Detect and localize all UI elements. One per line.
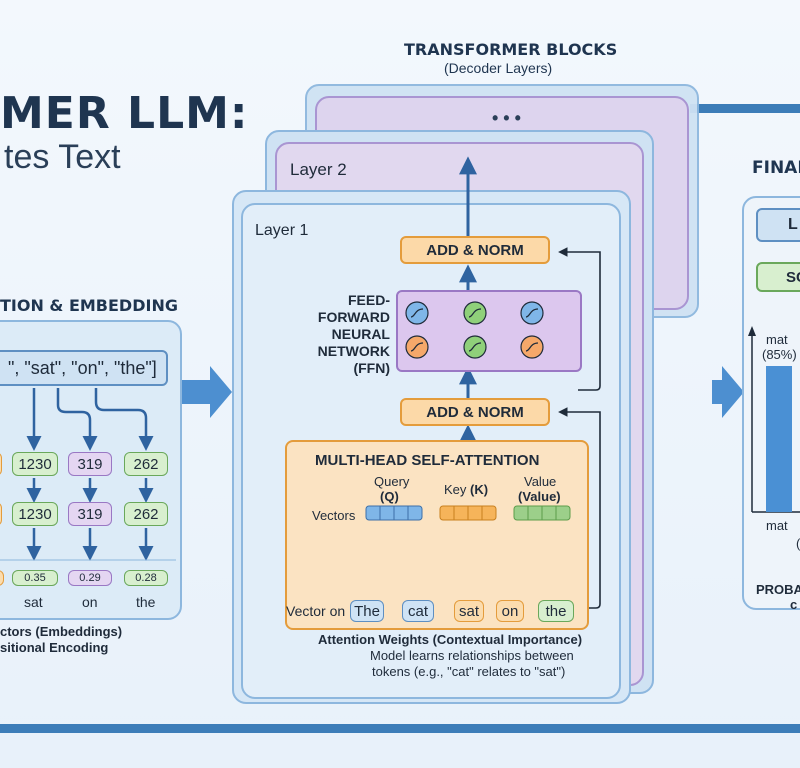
bar-label: mat [766, 332, 788, 347]
attention-weights-title: Attention Weights (Contextual Importance… [318, 632, 583, 647]
attn-token: on [496, 600, 524, 622]
prob-label: PROBA [756, 582, 800, 597]
embedding-word: sat [24, 594, 43, 610]
token-embedding: 1230 [12, 502, 58, 526]
embedding-caption1: ctors (Embeddings) [0, 624, 123, 639]
vector-on-label: Vector on [286, 603, 346, 619]
ffn-label-line: NEURAL [331, 326, 390, 342]
ffn-box [396, 290, 582, 372]
embedding-word: the [136, 594, 156, 610]
bar-percent: (85%) [762, 347, 797, 362]
attn-token: The [350, 600, 384, 622]
token-list: ", "sat", "on", "the"] [0, 350, 168, 386]
key-label: Key [444, 482, 467, 497]
blocks-title: TRANSFORMER BLOCKS [404, 40, 618, 59]
attention-weights-line2: tokens (e.g., "cat" relates to "sat") [372, 664, 566, 679]
embedding-word: on [82, 594, 98, 610]
arrow-right-icon [182, 366, 232, 418]
blocks-subtitle: (Decoder Layers) [444, 60, 553, 76]
ffn-label-line: NETWORK [317, 343, 390, 359]
axis-label: mat [766, 518, 788, 533]
final-box-softmax: SC [756, 262, 800, 292]
final-box-linear: L [756, 208, 800, 242]
mhsa-box [285, 440, 589, 630]
main-subtitle-fragment: tes Text [4, 138, 121, 176]
bar-mat [766, 366, 792, 512]
token-embedding: 319 [68, 502, 112, 526]
embedding-value: 0.29 [68, 570, 112, 586]
key-symbol: (K) [470, 482, 489, 497]
query-symbol: (Q) [380, 489, 399, 504]
token-embedding: 262 [124, 502, 168, 526]
add-norm-bottom: ADD & NORM [400, 398, 550, 426]
ffn-label-line: FORWARD [317, 309, 390, 325]
embedding-caption2: sitional Encoding [0, 640, 109, 655]
embedding-heading: TION & EMBEDDING [0, 296, 178, 315]
add-norm-top: ADD & NORM [400, 236, 550, 264]
embedding-value: 0.28 [124, 570, 168, 586]
ellipsis: • • • [492, 108, 521, 128]
layer2-label: Layer 2 [290, 160, 347, 179]
axis-paren: ( [796, 536, 800, 551]
arrow-right-icon [712, 366, 744, 418]
token-id: 262 [124, 452, 168, 476]
attn-token: cat [402, 600, 434, 622]
bottom-connector-bar [0, 724, 800, 733]
query-label: Query [374, 474, 410, 489]
attn-token: sat [454, 600, 484, 622]
ffn-label-line: (FFN) [353, 360, 390, 376]
ffn-label-line: FEED- [348, 292, 390, 308]
token-id: 1230 [12, 452, 58, 476]
main-title-fragment: MER LLM: [0, 88, 249, 139]
layer1-label: Layer 1 [255, 222, 309, 239]
mhsa-title: MULTI-HEAD SELF-ATTENTION [315, 452, 540, 469]
top-connector-bar [690, 104, 800, 113]
value-label: Value [524, 474, 557, 489]
prob-label-2: c [790, 597, 798, 612]
ffn-label: FEED- FORWARD NEURAL NETWORK (FFN) [300, 292, 390, 377]
attn-token: the [538, 600, 574, 622]
token-id: 319 [68, 452, 112, 476]
value-symbol: (Value) [518, 489, 561, 504]
embedding-value: 0.35 [12, 570, 58, 586]
vectors-label: Vectors [312, 508, 356, 523]
attention-weights-line1: Model learns relationships between [370, 648, 574, 663]
